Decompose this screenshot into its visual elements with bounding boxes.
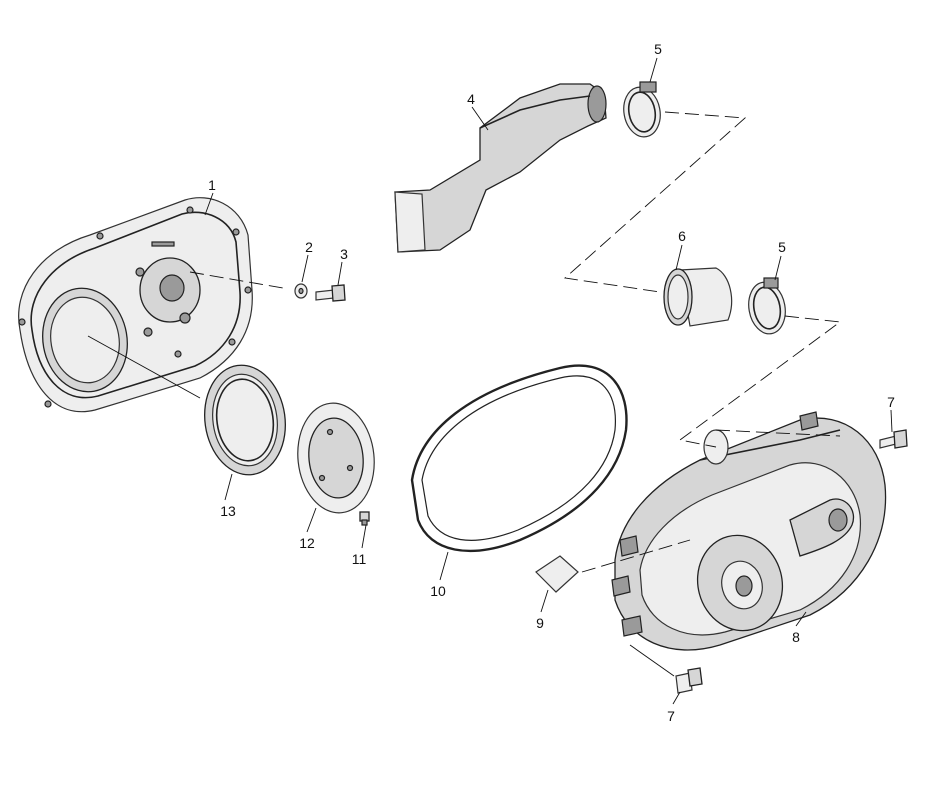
part-5-clamp-lower: [748, 277, 786, 335]
callout-13: 13: [220, 503, 236, 519]
callout-3: 3: [340, 246, 348, 262]
part-1-inner-cover: [18, 197, 253, 413]
callout-4: 4: [467, 91, 475, 107]
callout-9: 9: [536, 615, 544, 631]
part-4-duct: [394, 83, 607, 253]
part-12-plate: [297, 402, 375, 514]
routing-dash-lines: [189, 111, 842, 573]
callout-7-upper: 7: [887, 394, 895, 410]
part-6-sleeve: [663, 267, 733, 327]
callout-11: 11: [352, 551, 367, 567]
callout-10: 10: [430, 583, 446, 599]
leader-lines: [87, 57, 893, 705]
callout-2: 2: [305, 239, 313, 255]
part-8-outer-cover: [611, 411, 887, 651]
callout-12: 12: [299, 535, 315, 551]
part-7-bolt-upper: [879, 429, 908, 449]
part-13-seal: [204, 364, 286, 476]
callout-8: 8: [792, 629, 800, 645]
callout-5-lower: 5: [778, 239, 786, 255]
part-3-bolt: [315, 284, 346, 302]
callout-labels: 1 2 3 4 5 6 5 7 7 8 9 10 11 12 13: [208, 41, 895, 724]
part-7-bolt-lower: [675, 667, 703, 694]
part-10-belt: [410, 364, 628, 553]
callout-1: 1: [208, 177, 216, 193]
part-5-clamp-top: [623, 81, 661, 138]
callout-6: 6: [678, 228, 686, 244]
callout-5-top: 5: [654, 41, 662, 57]
callout-7-lower: 7: [667, 708, 675, 724]
part-11-screw: [359, 511, 370, 526]
part-2-washer: [294, 283, 308, 299]
